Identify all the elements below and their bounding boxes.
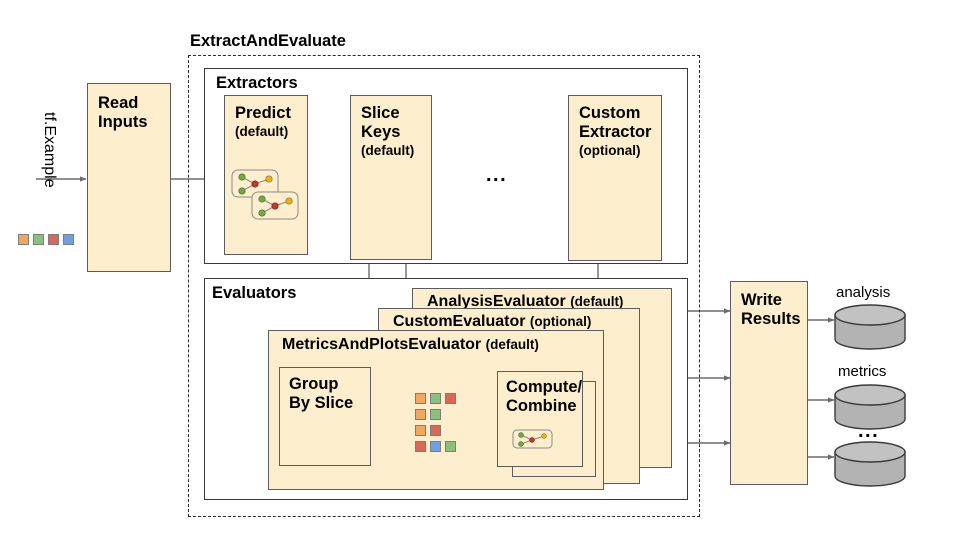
predict-graph-icon (231, 169, 299, 220)
chip-green (33, 234, 44, 245)
tf-example-label: tf.Example (41, 112, 58, 188)
chip-red (48, 234, 59, 245)
extractors-label: Extractors (216, 74, 298, 92)
extractor-predict-subtitle: (default) (235, 123, 289, 139)
chip-red (430, 425, 441, 436)
compute-combine-graph-icon (512, 429, 553, 449)
evaluator-analysis-title: AnalysisEvaluator (427, 293, 566, 310)
slice-chip-row (415, 409, 473, 420)
slice-chip-row (415, 393, 473, 404)
extractors-ellipsis: ... (486, 164, 508, 186)
chip-orange (18, 234, 29, 245)
compute-combine-title: Compute/Combine (506, 378, 583, 415)
extractor-slice-keys-subtitle: (default) (361, 142, 415, 158)
chip-orange (415, 393, 426, 404)
evaluator-metrics-subtitle: (default) (485, 337, 539, 352)
slice-chip-row (415, 425, 473, 436)
output-metrics-cylinder[interactable] (834, 384, 906, 430)
chip-blue (63, 234, 74, 245)
output-more-label: ... (858, 420, 880, 442)
input-stream: tf.Example (18, 112, 78, 257)
chip-red (415, 441, 426, 452)
extractor-custom-subtitle: (optional) (579, 142, 641, 158)
slice-chip-grid (415, 393, 473, 469)
extractor-predict-title: Predict (235, 104, 291, 122)
slice-chip-row (415, 441, 473, 452)
evaluator-metrics-title: MetricsAndPlotsEvaluator (282, 336, 482, 353)
chip-green (445, 441, 456, 452)
output-analysis-label: analysis (836, 284, 891, 301)
chip-green (430, 393, 441, 404)
output-metrics-label: metrics (838, 363, 887, 380)
evaluator-custom-subtitle: (optional) (529, 314, 592, 329)
extract-and-evaluate-container (188, 55, 700, 517)
input-chips (18, 234, 74, 245)
chip-orange (415, 409, 426, 420)
chip-orange (415, 425, 426, 436)
evaluators-label: Evaluators (212, 284, 297, 302)
chip-blue (430, 441, 441, 452)
evaluator-analysis-subtitle: (default) (570, 294, 624, 309)
compute-combine-box[interactable]: Compute/Combine (497, 371, 583, 467)
chip-red (445, 393, 456, 404)
extract-and-evaluate-label: ExtractAndEvaluate (190, 32, 346, 50)
output-analysis-cylinder[interactable] (834, 304, 906, 350)
output-more-cylinder[interactable] (834, 441, 906, 487)
evaluator-custom-title: CustomEvaluator (393, 313, 526, 330)
chip-green (430, 409, 441, 420)
